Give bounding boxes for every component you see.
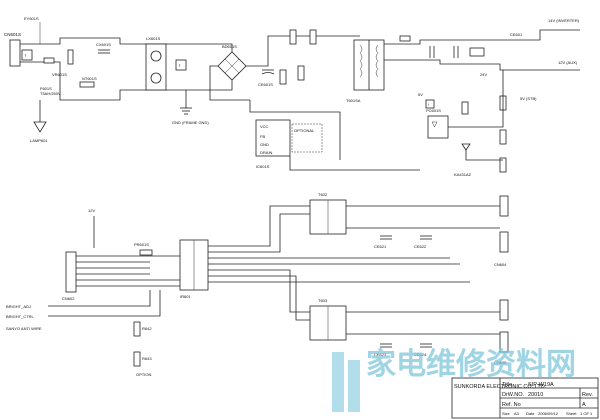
sheet-value: 1 OF 1 [580, 411, 593, 416]
warning-icon: ! [428, 102, 429, 107]
resistor-r8 [499, 157, 507, 173]
resistor-r5 [461, 101, 469, 115]
ic-label: IC601S [256, 164, 270, 169]
optocoupler-label: PC601S [426, 108, 441, 113]
title-label: Title [502, 382, 512, 388]
company-name: SUNKORDA ELECTRONIC CO.,LTD. [454, 384, 547, 390]
bright-adj-label: BRIGHT_ADJ [6, 304, 31, 309]
transformer-a-label: T602 [318, 192, 328, 197]
resistor-r1 [289, 29, 297, 45]
inverter-fuse-label: PR601S [134, 242, 149, 247]
drawing-no-label: DrW.NO. [502, 392, 524, 398]
input-warning-box [21, 49, 33, 61]
input-connector [9, 39, 21, 67]
sanyo-label: SANYO ANTI WIRE [6, 326, 42, 331]
5v-stb-label: 5V (STB) [520, 96, 537, 101]
optional-box [291, 123, 323, 153]
transformer-label: T601SA [346, 98, 361, 103]
shunt-reference [461, 143, 471, 151]
resistor-r3 [279, 69, 287, 85]
cap-d-label: CE624 [414, 352, 427, 357]
fuse-label: F601S [40, 86, 52, 91]
bridge-label: BD601S [222, 44, 237, 49]
option-label: OPTION [136, 372, 151, 377]
input-connector-label: CN601S [4, 32, 21, 37]
warning-icon: ! [25, 53, 26, 58]
optocoupler [427, 115, 449, 139]
title-value: SIP-W19A [528, 382, 554, 388]
reference-label: KA431AZ [454, 172, 472, 177]
size-label: Size [502, 411, 511, 416]
inverter-fuse [139, 249, 153, 256]
date-value: 2006/09/12 [538, 411, 559, 416]
bright-ctrl-label: BRIGHT_CTRL [6, 314, 35, 319]
12v-input-label: 12V [88, 208, 95, 213]
main-connector [65, 251, 77, 293]
cap-c-label: CE623 [374, 352, 387, 357]
lamp-label: LAMP601 [30, 138, 48, 143]
pwm-controller-ic [255, 119, 291, 157]
opto-warning-box [425, 99, 435, 109]
varistor [67, 49, 74, 65]
lamp-connector-3 [499, 299, 509, 321]
power-supply-section: CN601S ! EY601S F601S T5AH/250V VR601S N… [4, 16, 580, 177]
resistor-r2 [309, 29, 317, 45]
date-label: Date [526, 411, 535, 416]
x-cap-label: CX601S [96, 42, 111, 47]
ntc-thermistor [79, 81, 95, 88]
cap-b-label: CE622 [414, 244, 427, 249]
sheet-label: Sheet [566, 411, 577, 416]
inverter-ic-label: IR601 [180, 294, 191, 299]
output-14v-label: 14V (INVERTER) [548, 18, 580, 23]
resistor-r4 [297, 65, 305, 81]
fuse [43, 57, 55, 64]
resistor-r642 [133, 321, 141, 337]
ic-pin-fb: FB [260, 134, 265, 139]
output-diode [399, 35, 411, 42]
cap-a-label: CE621 [374, 244, 387, 249]
resistor-r643 [133, 351, 141, 367]
filter-warning-box [175, 59, 187, 71]
frame-gnd-label: GND (FRAME GND) [172, 120, 209, 125]
drawing-no-value: 20010 [528, 392, 543, 398]
resistor-r642-label: R642 [142, 326, 152, 331]
transformer-b-label: T603 [318, 298, 328, 303]
ic-pin-vcc: VCC [260, 124, 269, 129]
lamp-connector-4 [499, 331, 509, 353]
earth-label-top: EY601S [24, 16, 39, 21]
line-filter-label: LX601S [146, 36, 161, 41]
title-block: SUNKORDA ELECTRONIC CO.,LTD. Title SIP-W… [451, 377, 599, 419]
output-inductor [469, 47, 485, 57]
lamp-connector-2 [499, 231, 509, 253]
varistor-label: VR601S [52, 72, 67, 77]
optional-label: OPTIONAL [294, 128, 315, 133]
size-value: A3 [514, 411, 520, 416]
lamp-connector-1 [499, 195, 509, 217]
24v-label: 24V [480, 72, 487, 77]
output-connector-b-label: CN605 [494, 360, 507, 365]
watermark-logo-icon [332, 352, 360, 412]
warning-icon: ! [179, 63, 180, 68]
output-12v-label: 12V (AUX) [558, 60, 578, 65]
ref-no-label: Ref. No [502, 402, 521, 408]
watermark: 家电维修资料网 [332, 347, 576, 412]
inverter-section: 12V CN602 PR601S IR601 T602 [6, 192, 509, 377]
resistor-r7 [499, 129, 507, 145]
main-connector-label: CN602 [62, 296, 75, 301]
ic-pin-drain: DRAIN [260, 150, 273, 155]
ic-pin-gnd: GND [260, 142, 269, 147]
rev-value: A [582, 402, 586, 408]
output-connector-a-label: CN604 [494, 262, 507, 267]
watermark-text: 家电维修资料网 [366, 347, 576, 382]
resistor-r643-label: R643 [142, 356, 152, 361]
5v-label: 5V [418, 92, 423, 97]
ntc-label: NT601S [82, 76, 97, 81]
output-cap-label: CE601 [510, 32, 523, 37]
bulk-cap-label: CE601S [258, 82, 273, 87]
rev-label: Rev. [582, 392, 593, 398]
fuse-value: T5AH/250V [40, 91, 61, 96]
